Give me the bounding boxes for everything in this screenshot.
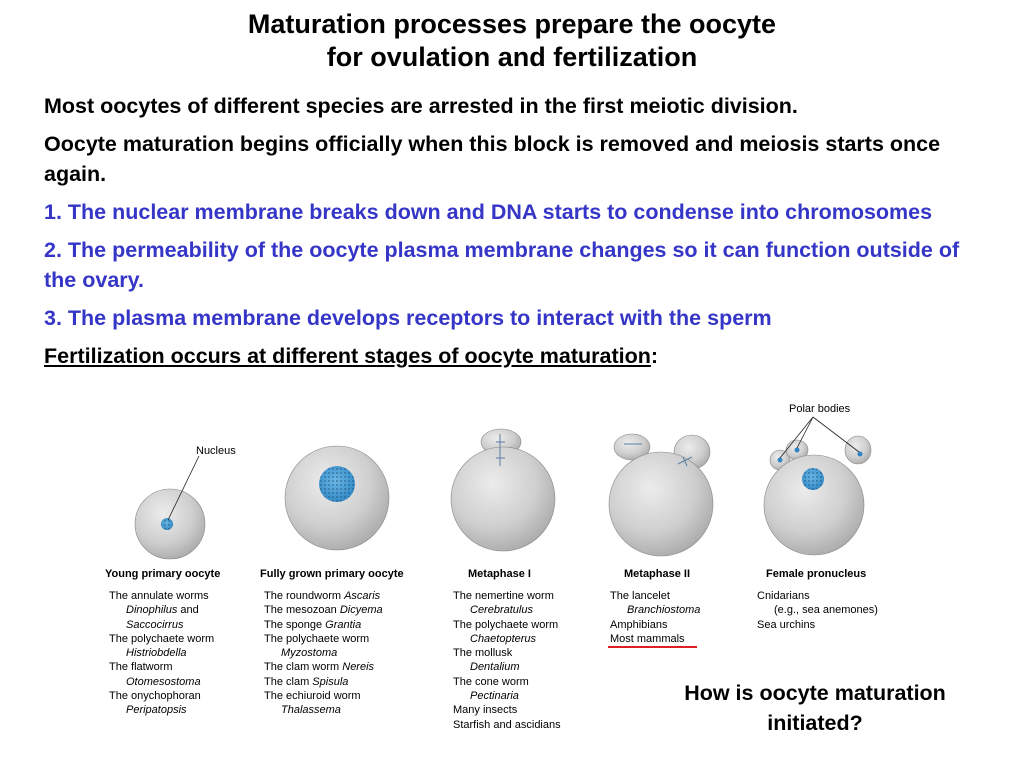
list-item: Cerebratulus bbox=[470, 604, 533, 617]
species-list-metaphase-2: The lancelet Branchiostoma Amphibians Mo… bbox=[610, 589, 700, 646]
fertilization-colon: : bbox=[650, 344, 659, 368]
polar-bodies-label: Polar bodies bbox=[789, 403, 851, 415]
title-line-1: Maturation processes prepare the oocyte bbox=[247, 9, 777, 39]
list-item: Starfish and ascidians bbox=[453, 718, 561, 731]
list-item: The polychaete worm bbox=[109, 632, 215, 645]
title-line-2: for ovulation and fertilization bbox=[326, 42, 698, 72]
bullet-maturation-begins: Oocyte maturation begins officially when… bbox=[44, 132, 941, 186]
list-item: Saccocirrus bbox=[126, 618, 184, 631]
slide-title: Maturation processes prepare the oocyte … bbox=[0, 8, 1024, 74]
list-item: Dentalium bbox=[470, 661, 520, 674]
list-item: Amphibians bbox=[610, 618, 668, 631]
list-item: Dinophilus and bbox=[126, 604, 199, 617]
metaphase-2-drawing bbox=[608, 433, 714, 557]
species-list-pronucleus: Cnidarians (e.g., sea anemones) Sea urch… bbox=[757, 589, 878, 632]
col-heading-young: Young primary oocyte bbox=[105, 568, 221, 580]
grown-oocyte-drawing bbox=[284, 445, 390, 551]
species-list-metaphase-1: The nemertine worm Cerebratulus The poly… bbox=[453, 589, 561, 732]
oocyte-stages-figure: Nucleus Polar bodies Young primary oocyt… bbox=[0, 400, 1024, 768]
species-list-grown: The roundworm Ascaris The mesozoan Dicye… bbox=[264, 589, 383, 718]
list-item: Thalassema bbox=[281, 704, 341, 717]
list-item: Branchiostoma bbox=[627, 604, 701, 617]
list-item: Cnidarians bbox=[757, 590, 810, 602]
list-item: Sea urchins bbox=[757, 618, 816, 631]
list-item: The mollusk bbox=[453, 647, 513, 660]
col-heading-pronucleus: Female pronucleus bbox=[766, 568, 867, 580]
list-item: The clam worm Nereis bbox=[264, 661, 375, 674]
bullet-list: Most oocytes of different species are ar… bbox=[44, 91, 984, 379]
list-item: Myzostoma bbox=[281, 647, 338, 660]
metaphase-1-drawing bbox=[450, 428, 556, 552]
list-item: The flatworm bbox=[109, 661, 173, 674]
list-item-most-mammals: Most mammals bbox=[610, 632, 685, 645]
list-item: The echiuroid worm bbox=[264, 690, 361, 703]
list-item: The nemertine worm bbox=[453, 590, 554, 602]
list-item: The cone worm bbox=[453, 675, 529, 688]
list-item: The mesozoan Dicyema bbox=[264, 604, 383, 617]
list-item: The sponge Grantia bbox=[264, 618, 362, 631]
col-heading-grown: Fully grown primary oocyte bbox=[260, 568, 404, 580]
young-oocyte-drawing bbox=[134, 455, 206, 560]
closing-question: How is oocyte maturation initiated? bbox=[684, 681, 946, 735]
col-heading-metaphase-2: Metaphase II bbox=[624, 568, 691, 580]
list-item: Peripatopsis bbox=[126, 704, 187, 717]
col-heading-metaphase-1: Metaphase I bbox=[468, 568, 531, 580]
list-item: Otomesostoma bbox=[126, 675, 201, 688]
bullet-step-1: 1. The nuclear membrane breaks down and … bbox=[44, 200, 933, 224]
list-item: Many insects bbox=[453, 704, 518, 717]
list-item: Histriobdella bbox=[126, 647, 187, 660]
list-item: The onychophoran bbox=[109, 690, 201, 703]
pronucleus-drawing bbox=[763, 416, 872, 556]
list-item: The polychaete worm bbox=[453, 618, 559, 631]
list-item: The roundworm Ascaris bbox=[264, 590, 381, 602]
oocyte-illustration bbox=[134, 416, 872, 648]
list-item: The annulate worms bbox=[109, 590, 209, 602]
list-item: The lancelet bbox=[610, 590, 670, 602]
bullet-fertilization: Fertilization occurs at different stages… bbox=[44, 341, 984, 371]
bullet-step-2: 2. The permeability of the oocyte plasma… bbox=[44, 238, 960, 292]
list-item: (e.g., sea anemones) bbox=[774, 604, 878, 617]
list-item: Pectinaria bbox=[470, 690, 519, 703]
list-item: The polychaete worm bbox=[264, 632, 370, 645]
species-list-young: The annulate worms Dinophilus and Saccoc… bbox=[109, 589, 214, 718]
bullet-arrest: Most oocytes of different species are ar… bbox=[44, 94, 798, 118]
list-item: The clam Spisula bbox=[264, 675, 349, 688]
list-item: Chaetopterus bbox=[470, 632, 537, 645]
fertilization-underlined: Fertilization occurs at different stages… bbox=[44, 344, 651, 368]
bullet-step-3: 3. The plasma membrane develops receptor… bbox=[44, 306, 772, 330]
nucleus-label: Nucleus bbox=[196, 445, 236, 457]
